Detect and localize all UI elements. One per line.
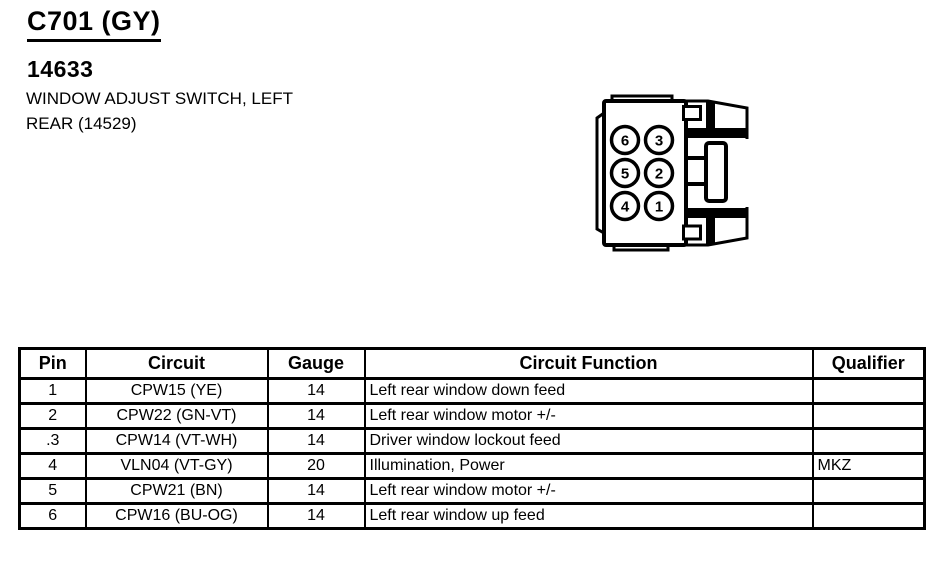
column-header-gauge: Gauge <box>266 347 366 380</box>
connector-bottom-latch-outline <box>686 207 749 247</box>
pin-cavity-2 <box>643 157 675 189</box>
column-header-qualifier: Qualifier <box>811 347 926 380</box>
pin-number-4: 4 <box>621 199 630 216</box>
pin-number-3: 3 <box>655 133 663 150</box>
pin-cell: 6 <box>18 502 87 530</box>
circuit-cell: CPW15 (YE) <box>84 377 269 405</box>
circuit-function-cell: Driver window lockout feed <box>363 427 814 455</box>
circuit-cell: CPW21 (BN) <box>84 477 269 505</box>
gauge-cell: 14 <box>266 377 366 405</box>
part-number: 14633 <box>27 56 94 82</box>
pin-number-6: 6 <box>621 133 629 150</box>
connector-bottom-latch-notch <box>682 224 702 241</box>
circuit-function-cell: Illumination, Power <box>363 452 814 480</box>
pin-cell: 1 <box>18 377 87 405</box>
pin-number-2: 2 <box>655 166 663 183</box>
pin-number-5: 5 <box>621 166 629 183</box>
description-line-2: REAR (14529) <box>26 114 137 133</box>
circuit-function-cell: Left rear window up feed <box>363 502 814 530</box>
table-row: 1 CPW15 (YE) 14 Left rear window down fe… <box>18 377 926 405</box>
connector-top-latch-bar <box>706 101 715 129</box>
gauge-cell: 14 <box>266 477 366 505</box>
gauge-cell: 14 <box>266 427 366 455</box>
table-row: 2 CPW22 (GN-VT) 14 Left rear window moto… <box>18 402 926 430</box>
table-header-row: Pin Circuit Gauge Circuit Function Quali… <box>18 347 926 380</box>
circuit-function-cell: Left rear window down feed <box>363 377 814 405</box>
pin-cell: 2 <box>18 402 87 430</box>
connector-top-latch-arm <box>686 128 747 138</box>
qualifier-cell <box>811 477 926 505</box>
column-header-circuit: Circuit <box>84 347 269 380</box>
gauge-cell: 14 <box>266 502 366 530</box>
circuit-cell: CPW22 (GN-VT) <box>84 402 269 430</box>
circuit-cell: CPW14 (VT-WH) <box>84 427 269 455</box>
table-row: 5 CPW21 (BN) 14 Left rear window motor +… <box>18 477 926 505</box>
connector-top-latch-outline <box>686 99 749 139</box>
table-row: 6 CPW16 (BU-OG) 14 Left rear window up f… <box>18 502 926 530</box>
pin-cavity-6 <box>609 124 641 156</box>
pin-cavity-4 <box>609 190 641 222</box>
pin-cavity-1 <box>643 190 675 222</box>
connector-id-title: C701 (GY) <box>27 6 161 42</box>
connector-bottom-latch-bar <box>706 218 715 245</box>
pin-cell: 5 <box>18 477 87 505</box>
connector-top-latch-notch <box>682 105 702 121</box>
component-description: WINDOW ADJUST SWITCH, LEFT REAR (14529) <box>26 86 293 136</box>
gauge-cell: 20 <box>266 452 366 480</box>
connector-bottom-latch-arm <box>686 208 747 218</box>
circuit-function-cell: Left rear window motor +/- <box>363 477 814 505</box>
qualifier-cell <box>811 427 926 455</box>
description-line-1: WINDOW ADJUST SWITCH, LEFT <box>26 89 293 108</box>
circuit-function-cell: Left rear window motor +/- <box>363 402 814 430</box>
qualifier-cell <box>811 402 926 430</box>
table-row: .3 CPW14 (VT-WH) 14 Driver window lockou… <box>18 427 926 455</box>
connector-diagram: 6 3 5 2 4 1 <box>595 94 749 252</box>
circuit-cell: VLN04 (VT-GY) <box>84 452 269 480</box>
qualifier-cell: MKZ <box>811 452 926 480</box>
column-header-pin: Pin <box>18 347 87 380</box>
circuit-cell: CPW16 (BU-OG) <box>84 502 269 530</box>
pin-cell: 4 <box>18 452 87 480</box>
qualifier-cell <box>811 502 926 530</box>
pin-cell: .3 <box>18 427 87 455</box>
gauge-cell: 14 <box>266 402 366 430</box>
pinout-table: Pin Circuit Gauge Circuit Function Quali… <box>18 347 926 530</box>
table-row: 4 VLN04 (VT-GY) 20 Illumination, Power M… <box>18 452 926 480</box>
pin-cavity-3 <box>643 124 675 156</box>
column-header-circuit-function: Circuit Function <box>363 347 814 380</box>
qualifier-cell <box>811 377 926 405</box>
pin-cavity-5 <box>609 157 641 189</box>
connector-middle-bar <box>704 141 728 203</box>
pin-number-1: 1 <box>655 199 663 216</box>
